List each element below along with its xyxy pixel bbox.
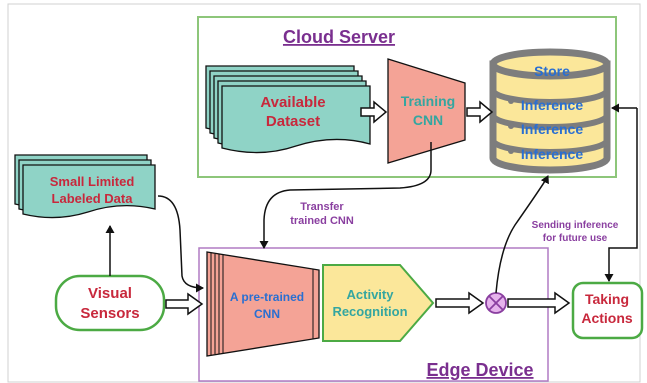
visual-sensors-label-line2: Sensors [80,305,139,322]
inference-label-2: Inference [521,121,583,137]
training-cnn-label-line1: Training [401,93,455,109]
small-data-label-line1: Small Limited [50,174,135,189]
database-cylinder [489,48,611,174]
hollow-arrow-training-to-store [466,100,494,124]
hollow-arrow-combiner-to-actions [507,291,571,315]
pretrained-cnn-shape [206,251,320,357]
hollow-arrow-dataset-to-training [360,100,388,124]
sending-label-line1: Sending inference [532,220,619,231]
arrow-transfer-trained-cnn [259,142,432,249]
available-dataset-stack [205,65,371,154]
training-cnn-label-line2: CNN [413,112,443,128]
dataset-label-line1: Available [260,94,325,111]
edge-device-title: Edge Device [426,360,533,380]
arrow-sending-inference [495,175,549,294]
transfer-label-line1: Transfer [300,201,344,213]
activity-recognition-shape [322,264,435,342]
taking-actions-label-line2: Actions [581,310,633,326]
arrow-small-data-to-cnn [157,195,204,293]
pretrained-cnn-label-line2: CNN [254,307,280,321]
inference-label-1: Inference [521,97,583,113]
taking-actions-box [571,281,644,340]
dataset-label-line2: Dataset [266,113,320,130]
training-cnn-shape [387,58,466,164]
transfer-label-line2: trained CNN [290,215,354,227]
combiner-circle [485,292,507,314]
inference-label-3: Inference [521,146,583,162]
hollow-arrow-sensors-to-cnn [165,292,204,316]
sending-label-line2: for future use [543,233,608,244]
taking-actions-label-line1: Taking [585,291,629,307]
visual-sensors-label-line1: Visual [88,285,132,302]
arrow-store-to-actions [604,108,638,282]
small-data-label-line2: Labeled Data [52,191,134,206]
cloud-server-title: Cloud Server [283,27,395,47]
hollow-arrow-activity-to-combiner [435,291,485,315]
pretrained-cnn-label-line1: A pre-trained [230,290,304,304]
activity-label-line1: Activity [347,287,395,302]
store-label: Store [534,63,570,79]
activity-label-line2: Recognition [332,304,407,319]
small-data-stack [14,154,156,219]
